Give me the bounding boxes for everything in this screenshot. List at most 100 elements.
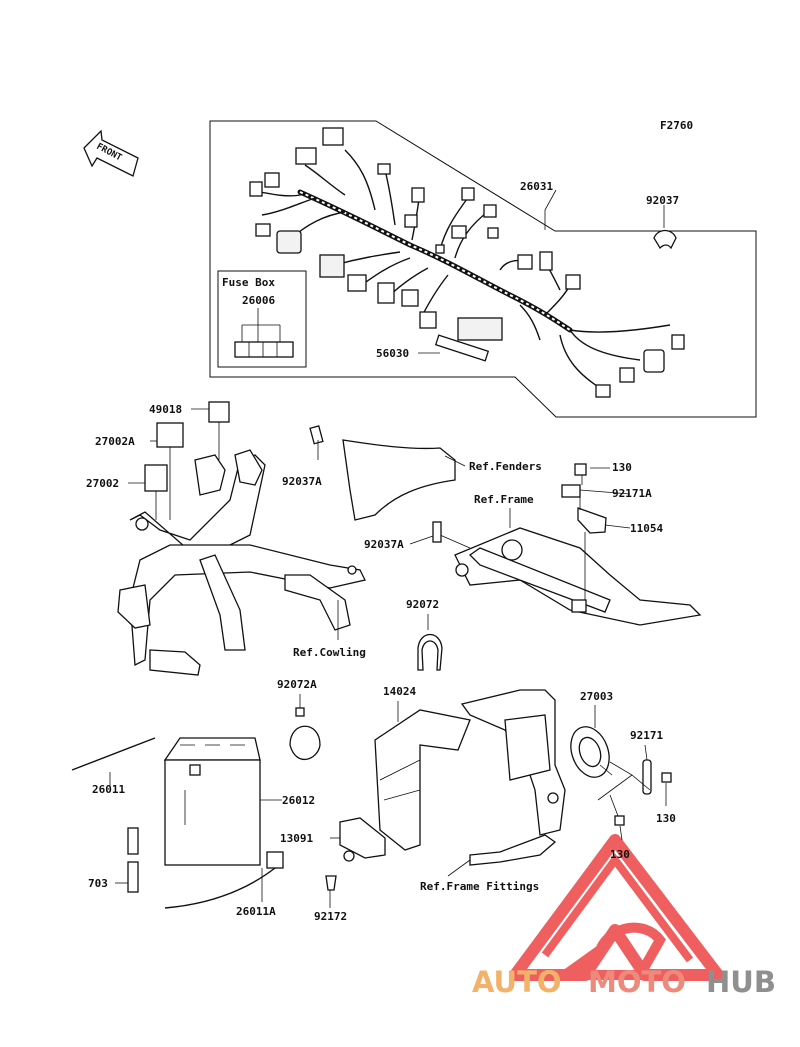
front-arrow-icon: FRONT [83, 129, 139, 177]
figure-code: F2760 [660, 119, 693, 132]
part-label-130-lower: 130 [610, 848, 630, 861]
bracket-11054 [577, 507, 607, 534]
leader-lines [109, 189, 667, 908]
battery-26012 [163, 737, 261, 866]
lead-26011 [71, 737, 156, 771]
band-56030 [434, 334, 490, 362]
connector [461, 187, 475, 201]
upper-frame-bracket [117, 449, 366, 676]
part-label-92037A-2: 92037A [364, 538, 404, 551]
part-label-11054: 11054 [630, 522, 663, 535]
fuse-box-icon [234, 341, 294, 358]
fender-piece [342, 439, 456, 521]
connector [435, 244, 445, 254]
part-label-13091: 13091 [280, 832, 313, 845]
connector [377, 282, 395, 304]
ref-cowling: Ref.Cowling [293, 646, 366, 659]
connector [487, 227, 499, 239]
part-label-703: 703 [88, 877, 108, 890]
clamp-92037 [653, 229, 677, 250]
watermark-moto: MOTO [588, 965, 686, 999]
screw-icon [343, 850, 355, 862]
part-label-27002: 27002 [86, 477, 119, 490]
connector [419, 311, 437, 329]
connector [643, 349, 665, 373]
connector [539, 251, 553, 271]
bracket-13091 [339, 817, 386, 859]
band-92072A-head [295, 707, 305, 717]
part-label-26031: 26031 [520, 180, 553, 193]
screw-92172 [325, 875, 337, 891]
harness-connectors [249, 127, 685, 398]
connector [255, 223, 271, 237]
part-label-92037: 92037 [646, 194, 679, 207]
connector [483, 204, 497, 218]
relay-27002A [156, 422, 184, 448]
connector [347, 274, 367, 292]
part-label-92171A: 92171A [612, 487, 652, 500]
watermark-auto: AUTO [472, 965, 562, 999]
part-label-56030: 56030 [376, 347, 409, 360]
bolt-130-right [661, 772, 672, 783]
connector [457, 317, 503, 341]
part-label-26011A: 26011A [236, 905, 276, 918]
part-label-92072: 92072 [406, 598, 439, 611]
rod-703-upper [127, 827, 139, 855]
connector [404, 214, 418, 228]
part-label-92072A: 92072A [277, 678, 317, 691]
part-label-130-top: 130 [612, 461, 632, 474]
part-label-27002A: 27002A [95, 435, 135, 448]
connector [619, 367, 635, 383]
lead-26011A [164, 867, 276, 909]
connector [264, 172, 280, 188]
connector [565, 274, 581, 290]
connector [322, 127, 344, 146]
bolt-130-top [574, 463, 587, 476]
part-label-26011: 26011 [92, 783, 125, 796]
clip-92037A-upper [309, 425, 324, 445]
battery-case-14024 [374, 709, 471, 851]
rod-703-lower [127, 861, 139, 893]
connector [595, 384, 611, 398]
connector [401, 289, 419, 307]
part-label-92171: 92171 [630, 729, 663, 742]
part-label-14024: 14024 [383, 685, 416, 698]
frame-fittings [460, 689, 566, 866]
connector [451, 225, 467, 239]
connector [411, 187, 425, 203]
clamp-92171A [561, 484, 581, 498]
rear-frame [439, 527, 702, 626]
connector [671, 334, 685, 350]
connector [276, 230, 302, 254]
clip-92037A-lower [432, 521, 442, 543]
part-label-27003: 27003 [580, 690, 613, 703]
connector [295, 147, 317, 165]
relay-27002 [144, 464, 168, 492]
part-label-26012: 26012 [282, 794, 315, 807]
watermark-hub: HUB [706, 965, 776, 999]
connector [319, 254, 345, 278]
fuse-box-part: 26006 [242, 294, 275, 307]
band-92072A [289, 725, 321, 760]
horn-27003 [570, 726, 613, 778]
ref-frame-fittings: Ref.Frame Fittings [420, 880, 539, 893]
part-label-92037A-1: 92037A [282, 475, 322, 488]
part-label-130-right: 130 [656, 812, 676, 825]
part-label-49018: 49018 [149, 403, 182, 416]
band-92072 [417, 633, 443, 671]
connector [377, 163, 391, 175]
fuse-box-frame: Fuse Box 26006 [217, 270, 307, 368]
part-label-92172: 92172 [314, 910, 347, 923]
connector [517, 254, 533, 270]
connector [249, 181, 263, 197]
terminal-26011A [266, 851, 284, 869]
fuse-box-title: Fuse Box [222, 276, 275, 289]
ref-fenders: Ref.Fenders [469, 460, 542, 473]
harness-panel [209, 120, 757, 418]
automotohub-logo [509, 834, 724, 981]
ref-frame: Ref.Frame [474, 493, 534, 506]
bolt-130-lower [614, 815, 625, 826]
relay-49018 [208, 401, 230, 423]
clamp-92171 [642, 759, 652, 795]
